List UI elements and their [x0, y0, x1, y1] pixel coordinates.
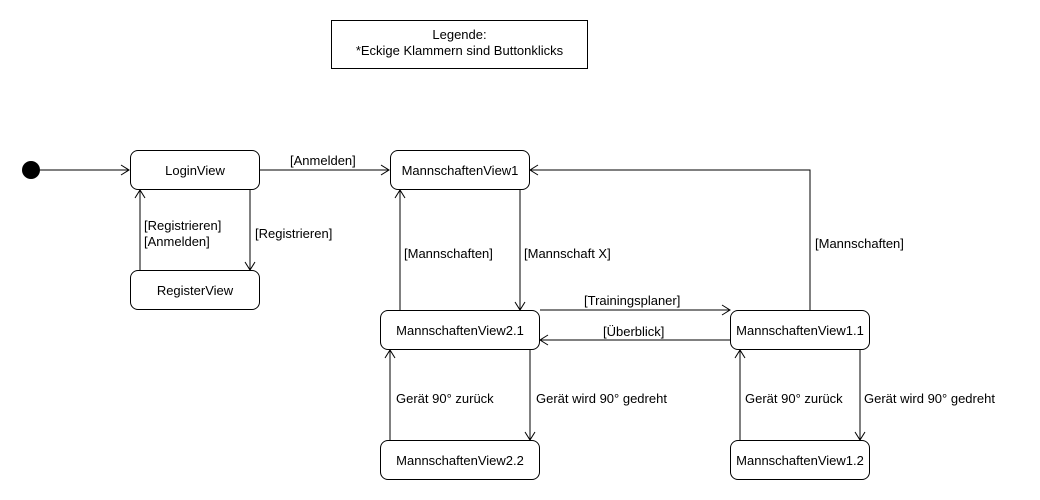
state-mannschaften-view1-1: MannschaftenView1.1: [730, 310, 870, 350]
state-mannschaften-view2-1: MannschaftenView2.1: [380, 310, 540, 350]
label-register-to-login-2: [Anmelden]: [144, 234, 210, 249]
mv21-to-mv11-arrow: [540, 304, 731, 316]
label-register-to-login-1: [Registrieren]: [144, 218, 222, 233]
state-register-view: RegisterView: [130, 270, 260, 310]
state-mannschaften-view2-2: MannschaftenView2.2: [380, 440, 540, 480]
mv11-to-mv1-arrow: [529, 164, 811, 310]
login-to-register-arrow: [244, 190, 256, 271]
state-login-view: LoginView: [130, 150, 260, 190]
label-mv21-to-mv1: [Mannschaften]: [404, 246, 493, 261]
label-login-to-mv1: [Anmelden]: [290, 153, 356, 168]
label-mv22-to-mv21: Gerät 90° zurück: [396, 391, 494, 406]
mv21-to-mv1-arrow: [394, 189, 406, 310]
mv12-to-mv11-arrow: [734, 349, 746, 440]
mv22-to-mv21-arrow: [384, 349, 396, 440]
initial-to-login-arrow: [40, 164, 130, 176]
label-login-to-register: [Registrieren]: [255, 226, 333, 241]
label-mv11-to-mv12: Gerät wird 90° gedreht: [864, 391, 995, 406]
label-mv11-to-mv21: [Überblick]: [603, 324, 665, 339]
label-mv21-to-mv11: [Trainingsplaner]: [584, 293, 681, 308]
register-to-login-arrow: [134, 189, 146, 270]
login-to-mv1-arrow: [260, 164, 390, 176]
mv11-to-mv21-arrow: [539, 334, 730, 346]
initial-state-node: [22, 161, 40, 179]
legend-title: Legende:: [432, 27, 487, 42]
label-mv21-to-mv22: Gerät wird 90° gedreht: [536, 391, 667, 406]
legend-note: *Eckige Klammern sind Buttonklicks: [355, 43, 564, 58]
label-mv11-to-mv1: [Mannschaften]: [815, 236, 904, 251]
mv21-to-mv22-arrow: [524, 350, 536, 441]
state-mannschaften-view1-2: MannschaftenView1.2: [730, 440, 870, 480]
legend-box: Legende: *Eckige Klammern sind Buttonkli…: [331, 20, 588, 69]
state-mannschaften-view1: MannschaftenView1: [390, 150, 530, 190]
label-mv1-to-mv21: [Mannschaft X]: [524, 246, 611, 261]
label-mv12-to-mv11: Gerät 90° zurück: [745, 391, 843, 406]
